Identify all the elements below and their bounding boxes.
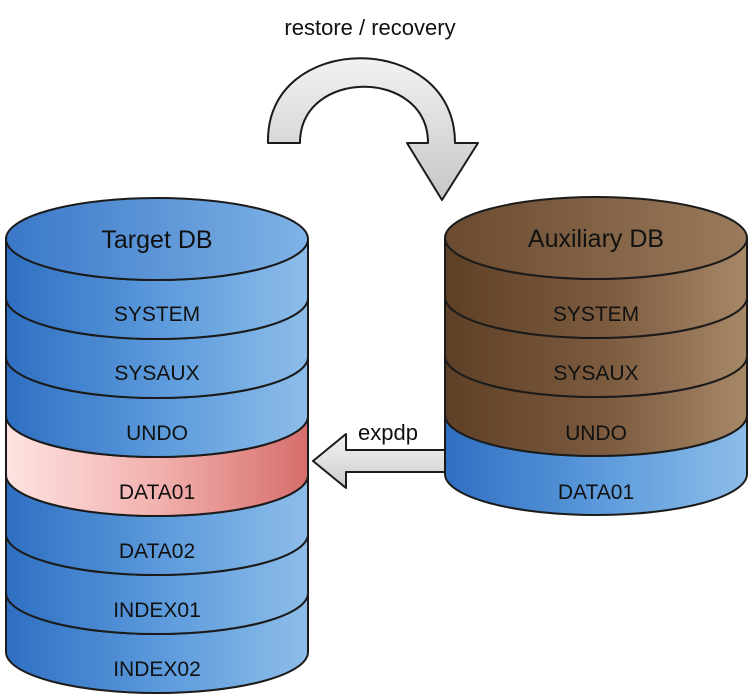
- aux-layer-data01: DATA01: [558, 481, 634, 504]
- target-layer-data01: DATA01: [119, 481, 195, 504]
- target-layer-index02: INDEX02: [113, 658, 201, 681]
- target-layer-undo: UNDO: [126, 422, 188, 445]
- auxiliary-db-top: [444, 196, 748, 280]
- auxiliary-db-title: Auxiliary DB: [528, 225, 664, 253]
- expdp-arrow: [312, 433, 447, 489]
- expdp-label: expdp: [358, 420, 418, 445]
- aux-layer-system: SYSTEM: [553, 303, 639, 326]
- restore-recovery-arrow: [266, 57, 479, 201]
- target-layer-system: SYSTEM: [114, 303, 200, 326]
- target-db-cylinder: Target DB SYSTEM SYSAUX UNDO DATA01 DATA…: [5, 197, 309, 694]
- target-layer-data02: DATA02: [119, 540, 195, 563]
- target-layer-sysaux: SYSAUX: [114, 362, 199, 385]
- auxiliary-db-cylinder: Auxiliary DB SYSTEM SYSAUX UNDO DATA01: [444, 196, 748, 516]
- aux-layer-undo: UNDO: [565, 422, 627, 445]
- target-layer-index01: INDEX01: [113, 599, 201, 622]
- target-db-top: [5, 197, 309, 281]
- target-db-title: Target DB: [101, 226, 212, 254]
- restore-recovery-label: restore / recovery: [284, 15, 455, 40]
- aux-layer-sysaux: SYSAUX: [553, 362, 638, 385]
